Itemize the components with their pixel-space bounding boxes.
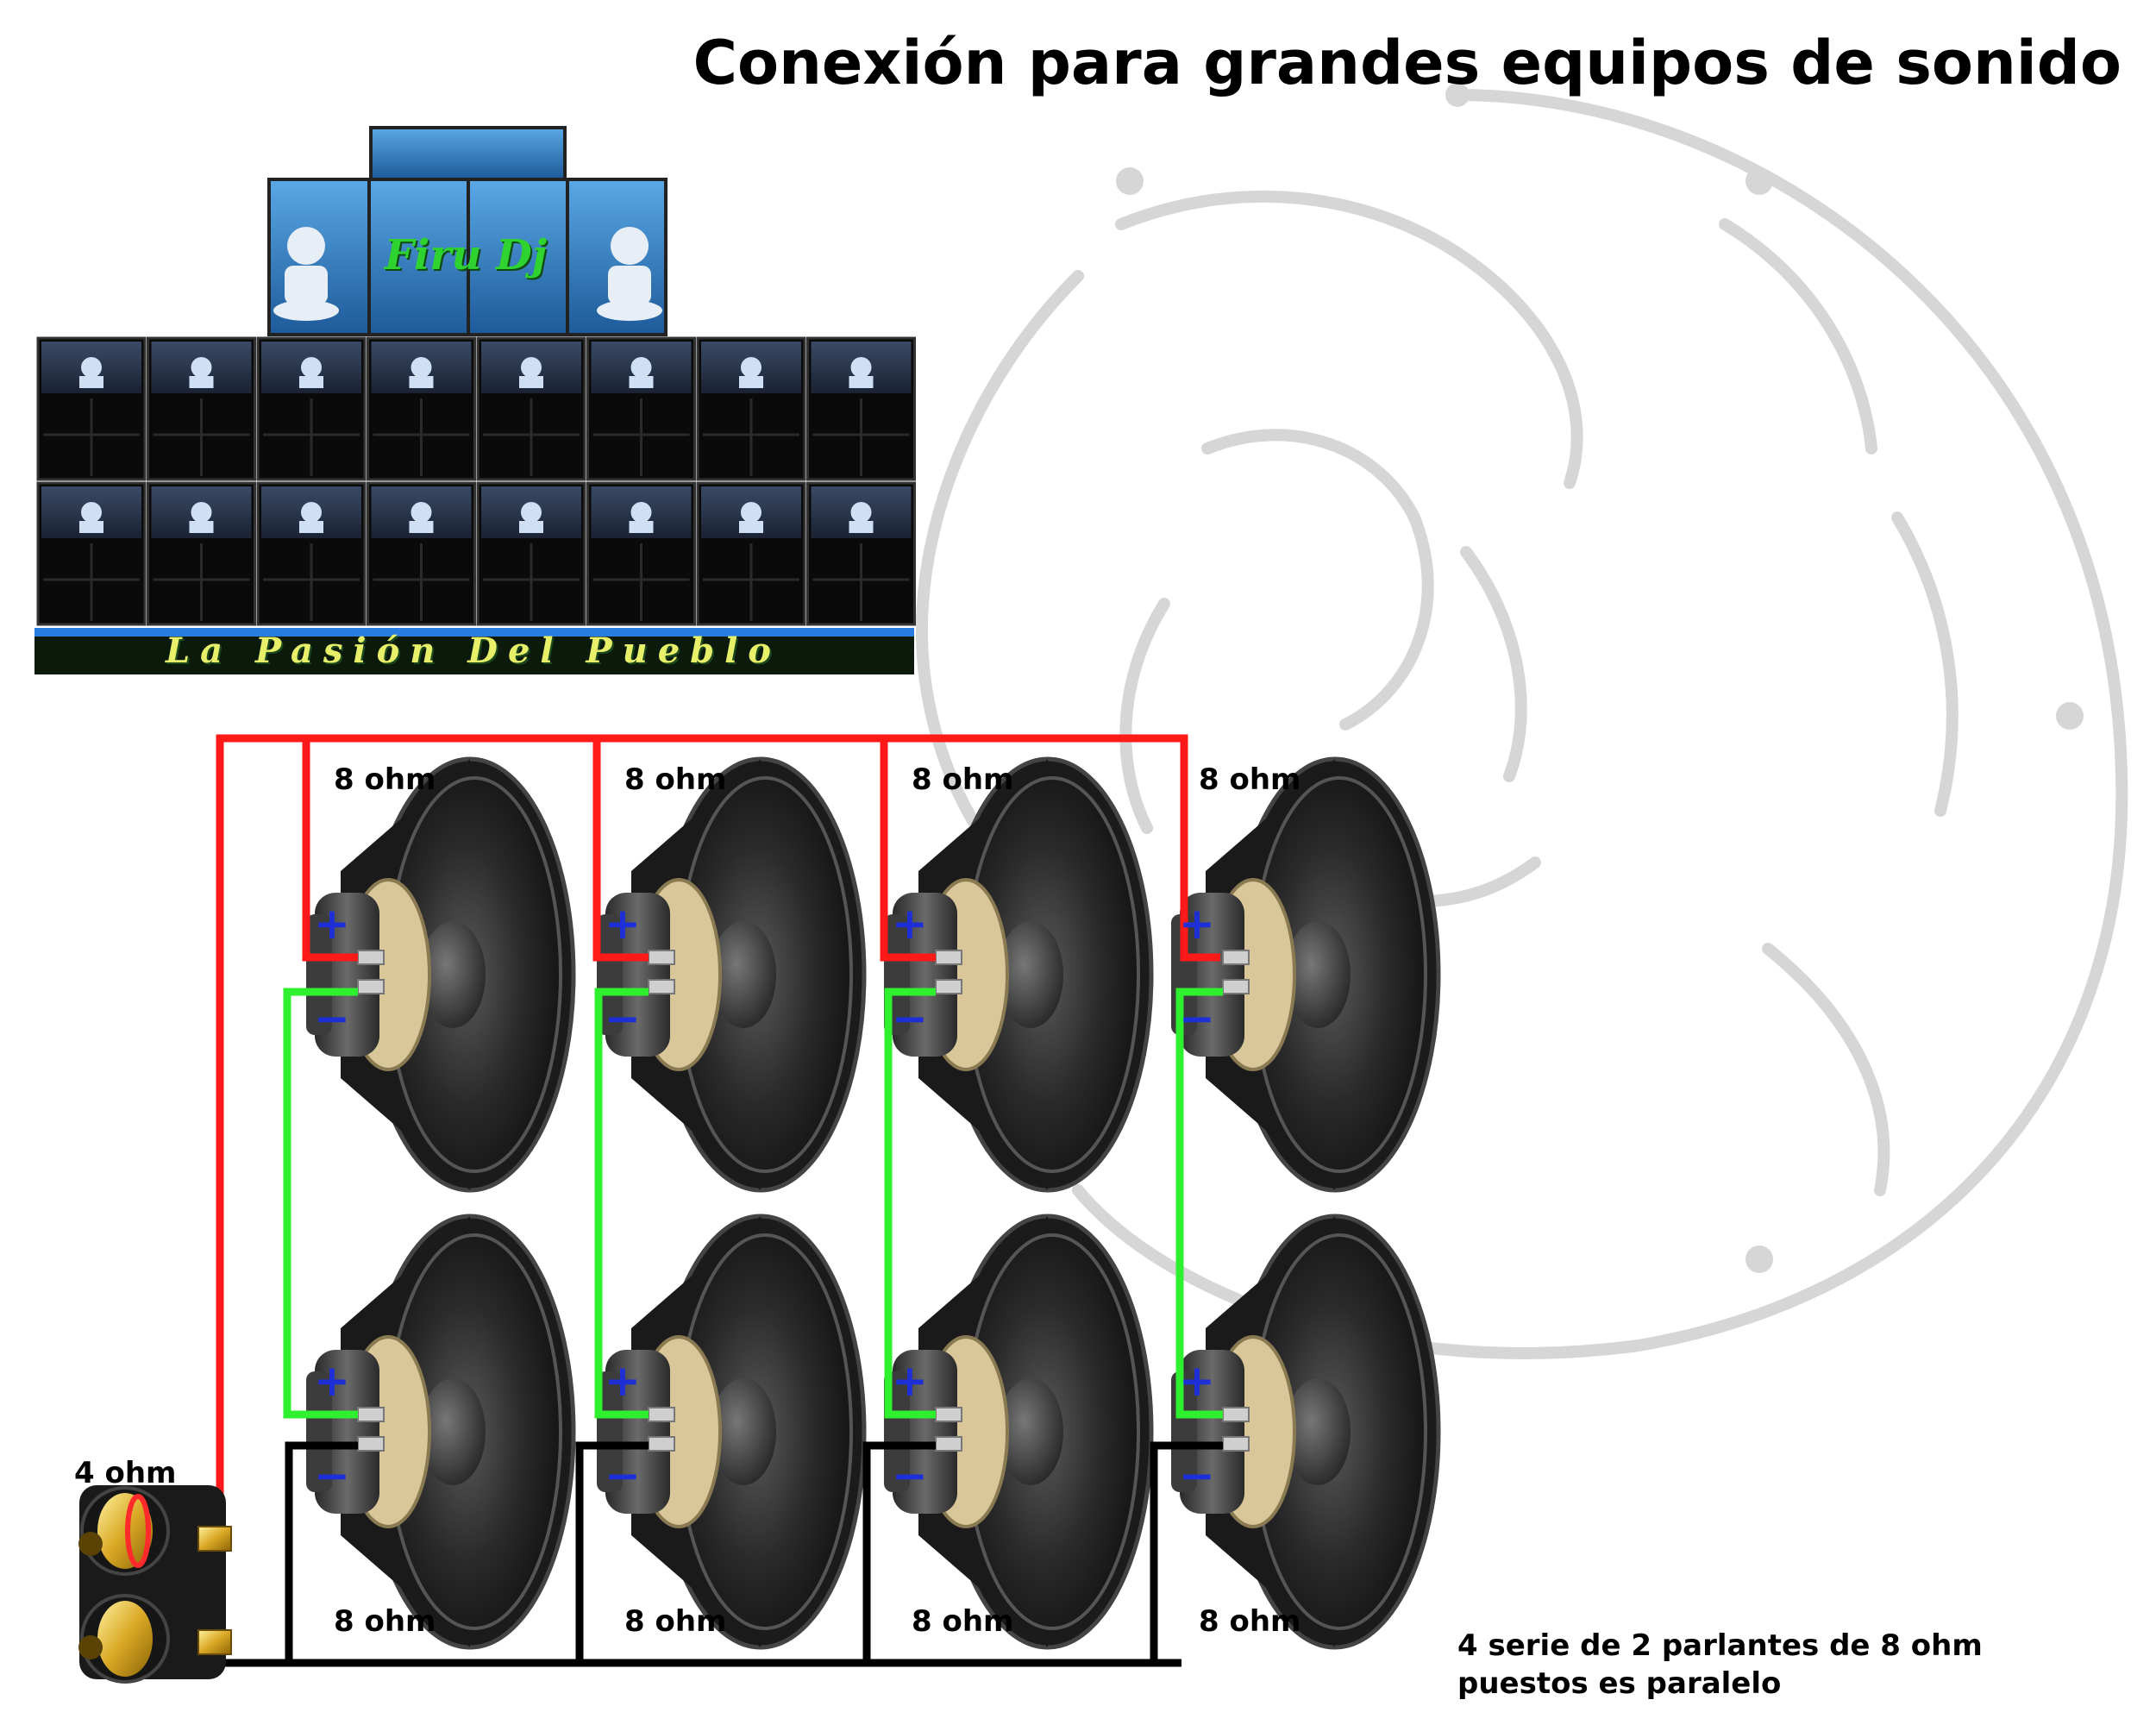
stage-bottom-label: La Pasión Del Pueblo: [165, 630, 781, 671]
plus-mark: +: [1179, 899, 1215, 949]
stage-top-label: Firu Dj: [384, 231, 548, 279]
minus-mark: −: [1179, 1451, 1215, 1501]
speaker-icon: [884, 756, 1154, 1193]
minus-mark: −: [1179, 994, 1215, 1044]
negative-wire-drop: [862, 1441, 936, 1663]
sound-system-stack-image: [34, 126, 916, 674]
page-title: Conexión para grandes equipos de sonido: [693, 28, 2122, 98]
plus-mark: +: [892, 899, 928, 949]
speaker-icon: [884, 1214, 1154, 1650]
speaker-icon: [1171, 1214, 1441, 1650]
stage-subwoofer-box: [806, 481, 916, 626]
stage-subwoofer-box: [147, 481, 256, 626]
minus-mark: −: [605, 1451, 641, 1501]
plus-mark: +: [892, 1356, 928, 1406]
caption: 4 serie de 2 parlantes de 8 ohm puestos …: [1457, 1627, 1983, 1703]
negative-wire-drop: [285, 1441, 358, 1663]
speaker-icon: [306, 1214, 576, 1650]
positive-wire-drop: [302, 738, 358, 962]
minus-mark: −: [314, 1451, 350, 1501]
stage-subwoofer-box: [696, 481, 806, 626]
speaker-impedance-label-bottom: 8 ohm: [1199, 1604, 1301, 1639]
speaker-impedance-label-bottom: 8 ohm: [624, 1604, 727, 1639]
stage-subwoofer-box: [696, 336, 806, 481]
minus-mark: −: [892, 1451, 928, 1501]
speaker-impedance-label-top: 8 ohm: [334, 762, 436, 797]
speaker-icon: [306, 756, 576, 1193]
terminal-impedance-label: 4 ohm: [74, 1456, 177, 1490]
stage-subwoofer-box: [256, 336, 367, 481]
speaker-icon: [1171, 756, 1441, 1193]
speaker-impedance-label-bottom: 8 ohm: [912, 1604, 1014, 1639]
stage-subwoofer-box: [806, 336, 916, 481]
negative-wire-drop: [575, 1441, 649, 1663]
speaker-icon: [597, 1214, 867, 1650]
positive-wire-drop: [880, 738, 936, 962]
stage-subwoofer-box: [147, 336, 256, 481]
negative-wire-drop: [1150, 1441, 1223, 1663]
speaker-impedance-label-bottom: 8 ohm: [334, 1604, 436, 1639]
stage-subwoofer-box: [36, 481, 147, 626]
series-wire-link: [283, 988, 358, 1419]
stage-subwoofer-box: [367, 481, 476, 626]
plus-mark: +: [1179, 1356, 1215, 1406]
series-wire-link: [884, 988, 936, 1419]
stage-subwoofer-box: [367, 336, 476, 481]
stage-subwoofer-box: [586, 481, 696, 626]
plus-mark: +: [314, 899, 350, 949]
stage-subwoofer-box: [586, 336, 696, 481]
binding-post-icon: [78, 1485, 232, 1684]
positive-wire-drop: [592, 738, 649, 962]
minus-mark: −: [892, 994, 928, 1044]
speaker-impedance-label-top: 8 ohm: [912, 762, 1014, 797]
plus-mark: +: [314, 1356, 350, 1406]
caption-line-1: 4 serie de 2 parlantes de 8 ohm: [1457, 1628, 1983, 1663]
stage-subwoofer-box: [476, 481, 586, 626]
plus-mark: +: [605, 899, 641, 949]
series-wire-link: [594, 988, 649, 1419]
plus-mark: +: [605, 1356, 641, 1406]
stage-subwoofer-box: [256, 481, 367, 626]
minus-mark: −: [605, 994, 641, 1044]
stage-subwoofer-box: [36, 336, 147, 481]
caption-line-2: puestos es paralelo: [1457, 1666, 1782, 1701]
speaker-icon: [597, 756, 867, 1193]
series-wire-link: [1175, 988, 1223, 1419]
stage-subwoofer-box: [476, 336, 586, 481]
minus-mark: −: [314, 994, 350, 1044]
speaker-impedance-label-top: 8 ohm: [624, 762, 727, 797]
speaker-impedance-label-top: 8 ohm: [1199, 762, 1301, 797]
